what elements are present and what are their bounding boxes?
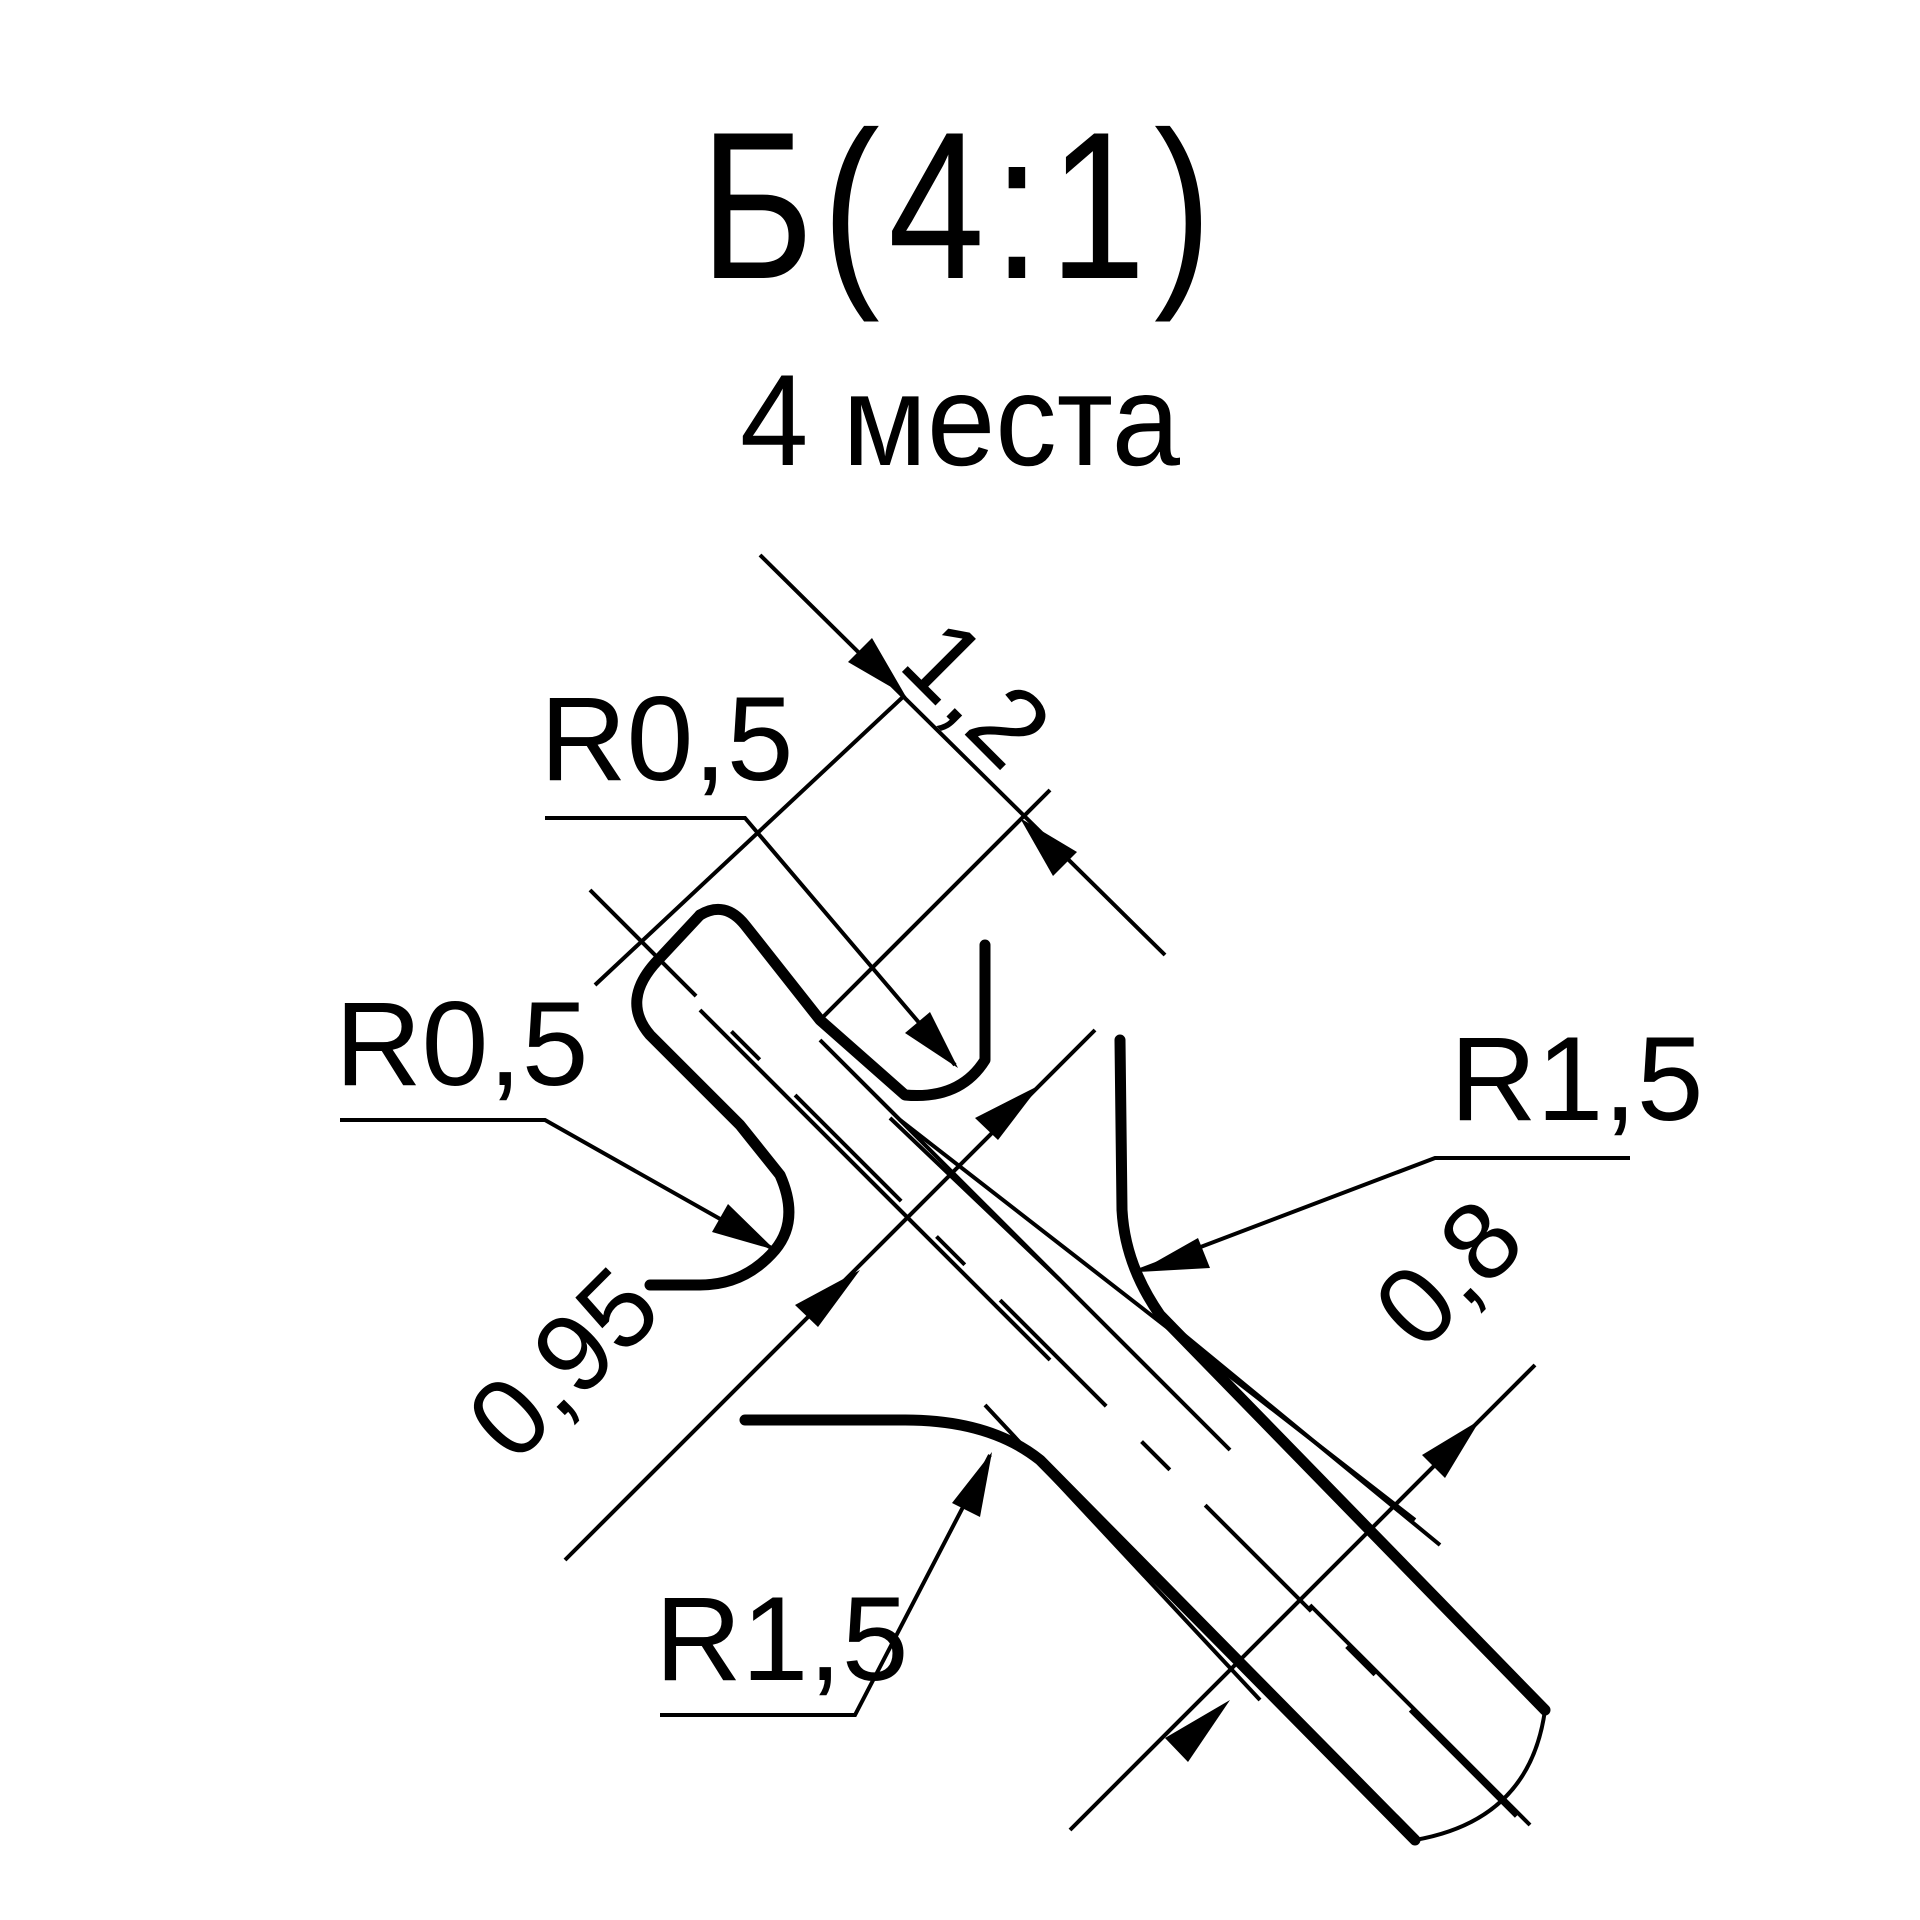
ext-line-1 bbox=[593, 693, 907, 987]
r05-left-arrow bbox=[712, 1204, 775, 1250]
r15-bottom-arrow bbox=[952, 1452, 992, 1517]
dim-1-2-label: 1,2 bbox=[879, 596, 1074, 791]
r05-left-leader bbox=[340, 1118, 776, 1252]
r15-right-leader bbox=[1139, 1156, 1630, 1272]
r15-bottom-label: R1,5 bbox=[655, 1572, 908, 1706]
ext-line-2 bbox=[818, 788, 1052, 1022]
axis-line-left bbox=[698, 1008, 1052, 1362]
r15-right-label: R1,5 bbox=[1450, 1012, 1703, 1146]
view-title: Б(4:1) bbox=[700, 88, 1220, 323]
r05-top-leader bbox=[545, 816, 957, 1067]
dim-08-label: 0,8 bbox=[1351, 1176, 1546, 1371]
r15-right-arrow bbox=[1138, 1238, 1210, 1272]
dim-08-arrow-b bbox=[1165, 1700, 1230, 1762]
dim-095-arrow-a bbox=[975, 1085, 1040, 1140]
center-line bbox=[588, 888, 1532, 1832]
dim-095-arrow-b bbox=[795, 1270, 860, 1327]
r05-left-label: R0,5 bbox=[335, 977, 588, 1111]
ext-line-6 bbox=[1158, 1313, 1442, 1547]
r05-top-label: R0,5 bbox=[540, 672, 793, 806]
dim-095-label: 0,95 bbox=[444, 1244, 682, 1482]
ext-line-5 bbox=[983, 1403, 1262, 1702]
ext-line-7 bbox=[1308, 1603, 1532, 1827]
places-note: 4 места bbox=[740, 347, 1181, 493]
part-contour-top bbox=[694, 903, 991, 1102]
part-contour-right bbox=[1114, 1034, 1551, 1716]
dim-1-2-arrow-b bbox=[1020, 818, 1077, 876]
dim-08-arrow-a bbox=[1422, 1420, 1480, 1478]
part-contour-left bbox=[631, 909, 795, 1291]
dim-1-2-arrow-a bbox=[848, 638, 905, 695]
dim-1-2-line bbox=[758, 553, 1167, 957]
ext-line-4 bbox=[888, 1116, 1062, 1282]
r05-top-arrow bbox=[905, 1012, 958, 1068]
r15-bottom-leader bbox=[660, 1454, 992, 1717]
